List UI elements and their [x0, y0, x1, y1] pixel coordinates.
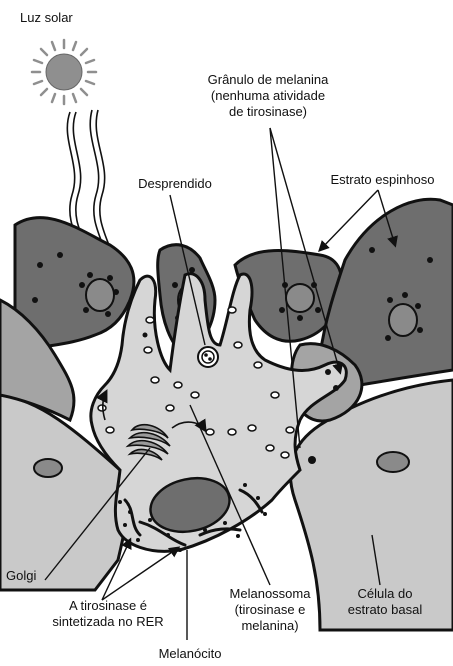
sun-icon	[32, 40, 96, 104]
label-melanocyte: Melanócito	[130, 646, 250, 662]
label-spinous-layer: Estrato espinhoso	[315, 172, 450, 188]
detached-granule	[198, 347, 218, 367]
label-tyrosinase-rer: A tirosinase é sintetizada no RER	[28, 598, 188, 630]
label-melanin-granule: Grânulo de melanina (nenhuma atividade d…	[168, 72, 368, 120]
label-golgi: Golgi	[6, 568, 36, 584]
label-basal-cell: Célula do estrato basal	[325, 586, 445, 618]
label-sunlight: Luz solar	[20, 10, 73, 26]
label-melanosome: Melanossoma (tirosinase e melanina)	[200, 586, 340, 634]
label-detached: Desprendido	[115, 176, 235, 192]
